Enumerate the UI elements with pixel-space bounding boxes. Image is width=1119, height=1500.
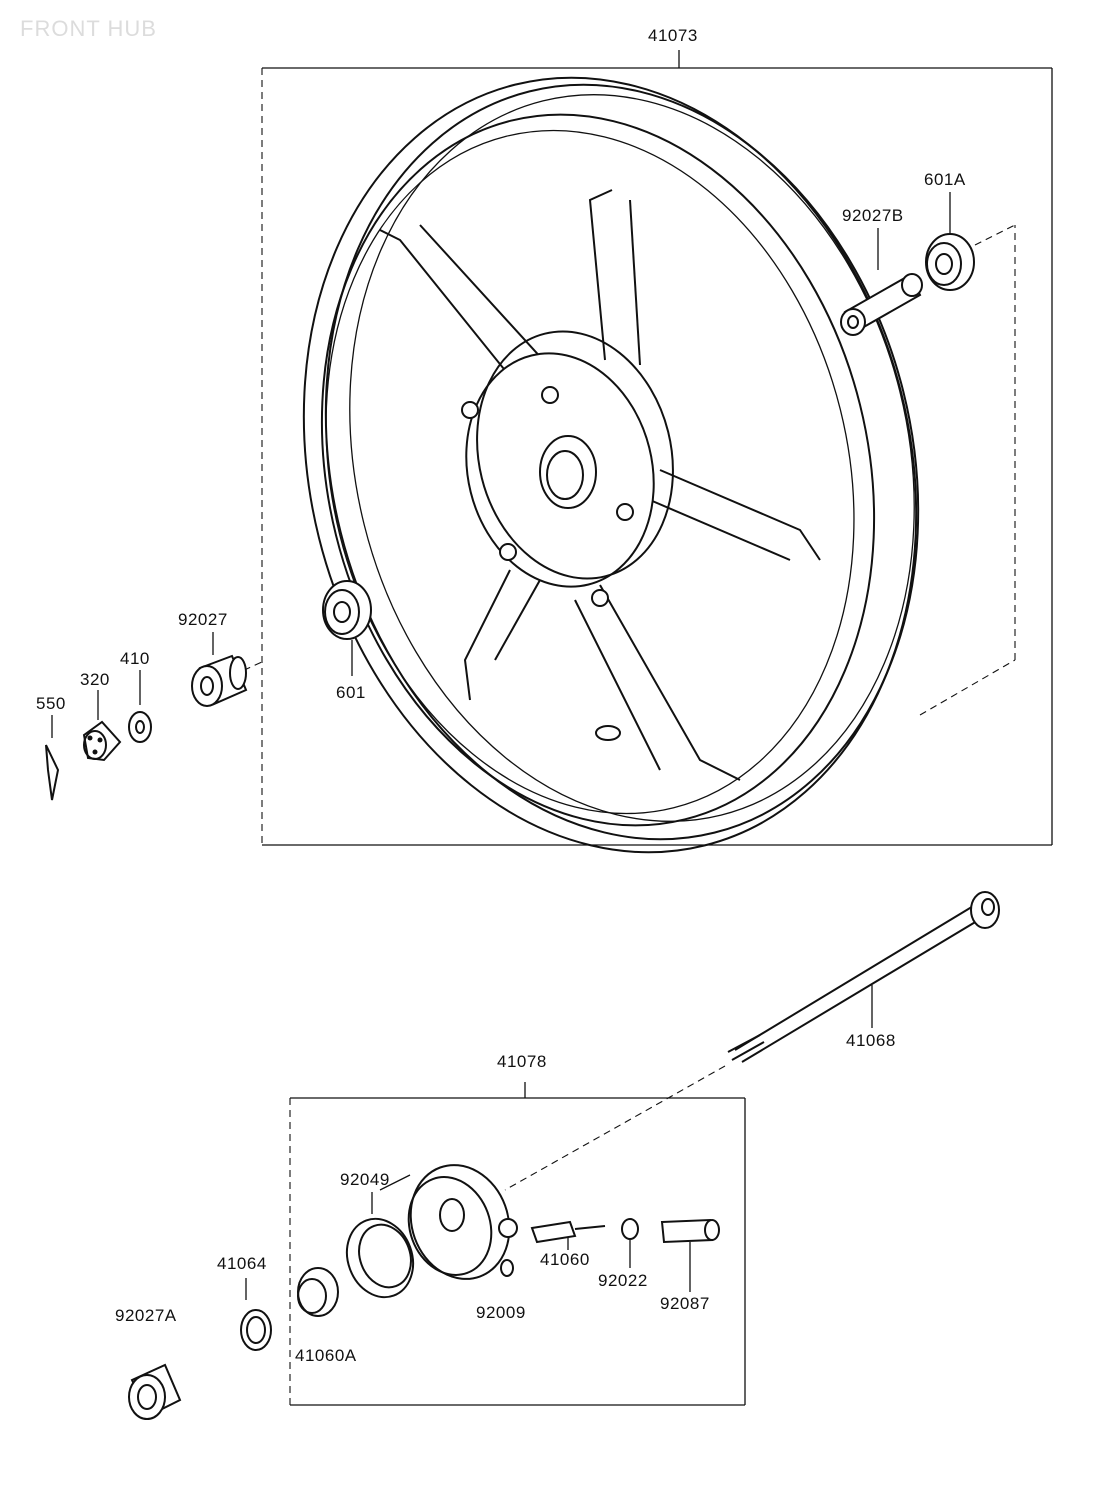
bracket-41078 [289,1082,746,1406]
label-92087: 92087 [660,1294,710,1313]
label-92022: 92022 [598,1271,648,1290]
label-92027B: 92027B [842,206,904,225]
label-92027A: 92027A [115,1306,177,1325]
label-601: 601 [336,683,366,702]
right-spacer-and-bearing [840,192,1016,716]
label-41060: 41060 [540,1250,590,1269]
left-small-parts [45,632,263,801]
label-41078: 41078 [497,1052,547,1071]
diagram-title: FRONT HUB [20,16,157,41]
label-41068: 41068 [846,1031,896,1050]
label-41060A: 41060A [295,1346,357,1365]
bracket-41073 [261,50,1053,846]
label-320: 320 [80,670,110,689]
label-41073: 41073 [648,26,698,45]
label-410: 410 [120,649,150,668]
meter-gear-parts [128,1164,720,1420]
cast-wheel [302,76,920,854]
axle [504,891,1000,1191]
label-92027: 92027 [178,610,228,629]
label-550: 550 [36,694,66,713]
left-bearing [322,580,372,676]
label-41064: 41064 [217,1254,267,1273]
label-92049: 92049 [340,1170,390,1189]
label-601A: 601A [924,170,966,189]
label-92009: 92009 [476,1303,526,1322]
